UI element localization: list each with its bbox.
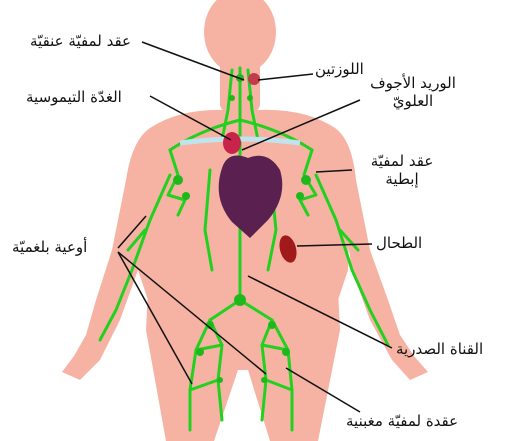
label-lymph-vessels: أوعية بلغميّة [12, 238, 87, 256]
thymus [223, 132, 241, 154]
label-axillary-nodes-line1: عقد لمفيّة [354, 152, 450, 170]
label-superior-vena-cava-line1: الوريد الأجوف [358, 74, 468, 92]
label-tonsils: اللوزتين [315, 60, 364, 78]
label-superior-vena-cava-line2: العلويّ [358, 92, 468, 110]
label-axillary-nodes: عقد لمفيّة إبطية [354, 152, 450, 188]
label-axillary-nodes-line2: إبطية [354, 170, 450, 188]
label-cervical-nodes: عقد لمفيّة عنقيّة [30, 32, 131, 50]
label-spleen: الطحال [376, 234, 422, 252]
label-thoracic-duct: القناة الصدرية [396, 340, 483, 358]
label-inguinal-nodes: عقدة لمفيّة مغبنية [346, 412, 458, 430]
label-thymus: الغدّة التيموسية [26, 88, 122, 106]
label-superior-vena-cava: الوريد الأجوف العلويّ [358, 74, 468, 110]
tonsils [248, 73, 260, 85]
